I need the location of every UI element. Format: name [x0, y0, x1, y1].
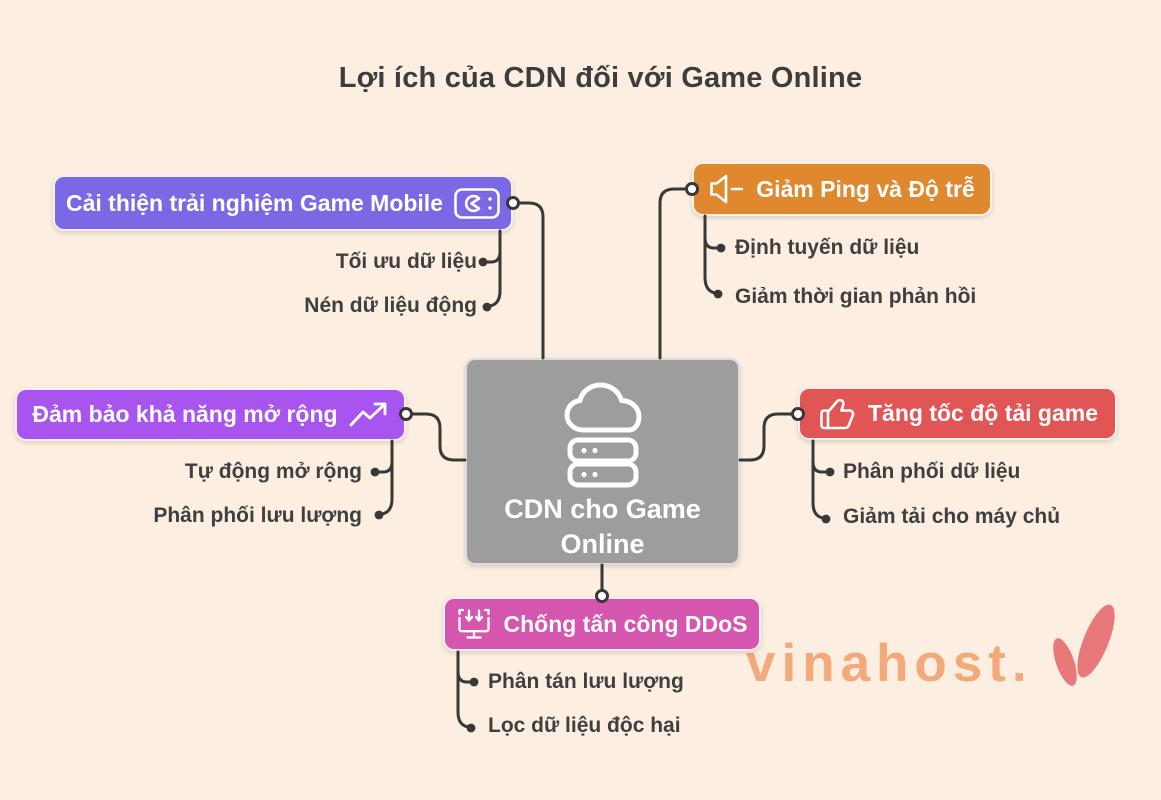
server-stack-icon — [567, 437, 638, 488]
leaf-loc-du-lieu-doc-hai: Lọc dữ liệu độc hại — [488, 714, 681, 737]
leaf-dot — [821, 514, 831, 524]
leaf-dot — [482, 302, 492, 312]
trunk-scale-children — [376, 439, 394, 516]
leaf-dot — [478, 257, 488, 267]
branch-node-label: Đảm bảo khả năng mở rộng — [32, 401, 338, 427]
branch-node-load-speed: Tăng tốc độ tải game — [798, 387, 1117, 440]
vinahost-watermark-text: vinahost. — [746, 634, 1033, 693]
mobile-game-icon — [454, 187, 500, 219]
leaf-toi-uu-du-lieu: Tối ưu dữ liệu — [335, 250, 477, 273]
leaf-dot — [466, 723, 476, 733]
center-node-label: CDN cho Game Online — [504, 494, 701, 560]
ddos-monitor-icon — [456, 608, 492, 641]
leaf-nen-du-lieu-dong: Nén dữ liệu động — [304, 294, 477, 317]
trunk-mobile-children — [484, 229, 502, 308]
branch-node-ddos: Chống tấn công DDoS — [443, 597, 761, 651]
leaf-dot — [713, 289, 723, 299]
leaf-giam-thoi-gian-phan-hoi: Giảm thời gian phản hồi — [735, 285, 977, 308]
branch-node-game-mobile: Cải thiện trải nghiệm Game Mobile — [53, 175, 513, 231]
cloud-icon — [553, 378, 653, 490]
leaf-phan-phoi-du-lieu: Phân phối dữ liệu — [843, 460, 1021, 483]
volume-down-icon — [709, 173, 745, 205]
leaf-phan-phoi-luu-luong: Phân phối lưu lượng — [153, 504, 362, 527]
link-ping-to-center — [658, 187, 694, 360]
leaf-dot — [469, 677, 479, 687]
leaf-phan-tan-luu-luong: Phân tán lưu lượng — [488, 670, 684, 693]
branch-node-label: Tăng tốc độ tải game — [867, 400, 1099, 426]
trunk-speed-children — [811, 439, 829, 520]
branch-node-label: Giảm Ping và Độ trễ — [756, 175, 975, 202]
trunk-ping-children — [703, 214, 721, 295]
link-mobile-to-center — [511, 201, 545, 360]
leaf-dot — [370, 467, 380, 477]
leaf-dinh-tuyen-du-lieu: Định tuyến dữ liệu — [735, 236, 920, 259]
trunk-ddos-children — [456, 650, 474, 729]
branch-node-scalability: Đảm bảo khả năng mở rộng — [15, 388, 406, 441]
leaf-dot — [374, 510, 384, 520]
center-node-cdn: CDN cho Game Online — [465, 358, 740, 565]
leaf-dot — [716, 243, 726, 253]
thumbs-up-icon — [817, 396, 857, 432]
trend-up-icon — [349, 401, 389, 429]
branch-node-label: Cải thiện trải nghiệm Game Mobile — [65, 189, 443, 216]
link-scale-to-center — [404, 412, 467, 462]
leaf-tu-dong-mo-rong: Tự động mở rộng — [184, 460, 362, 483]
link-speed-to-center — [738, 412, 800, 462]
leaf-dot — [825, 467, 835, 477]
leaf-giam-tai-cho-may-chu: Giảm tải cho máy chủ — [843, 505, 1061, 528]
page-title: Lợi ích của CDN đối với Game Online — [338, 62, 863, 94]
v-check-logo-icon — [1038, 594, 1130, 703]
branch-node-label: Chống tấn công DDoS — [503, 610, 748, 637]
branch-node-ping: Giảm Ping và Độ trễ — [692, 162, 992, 216]
